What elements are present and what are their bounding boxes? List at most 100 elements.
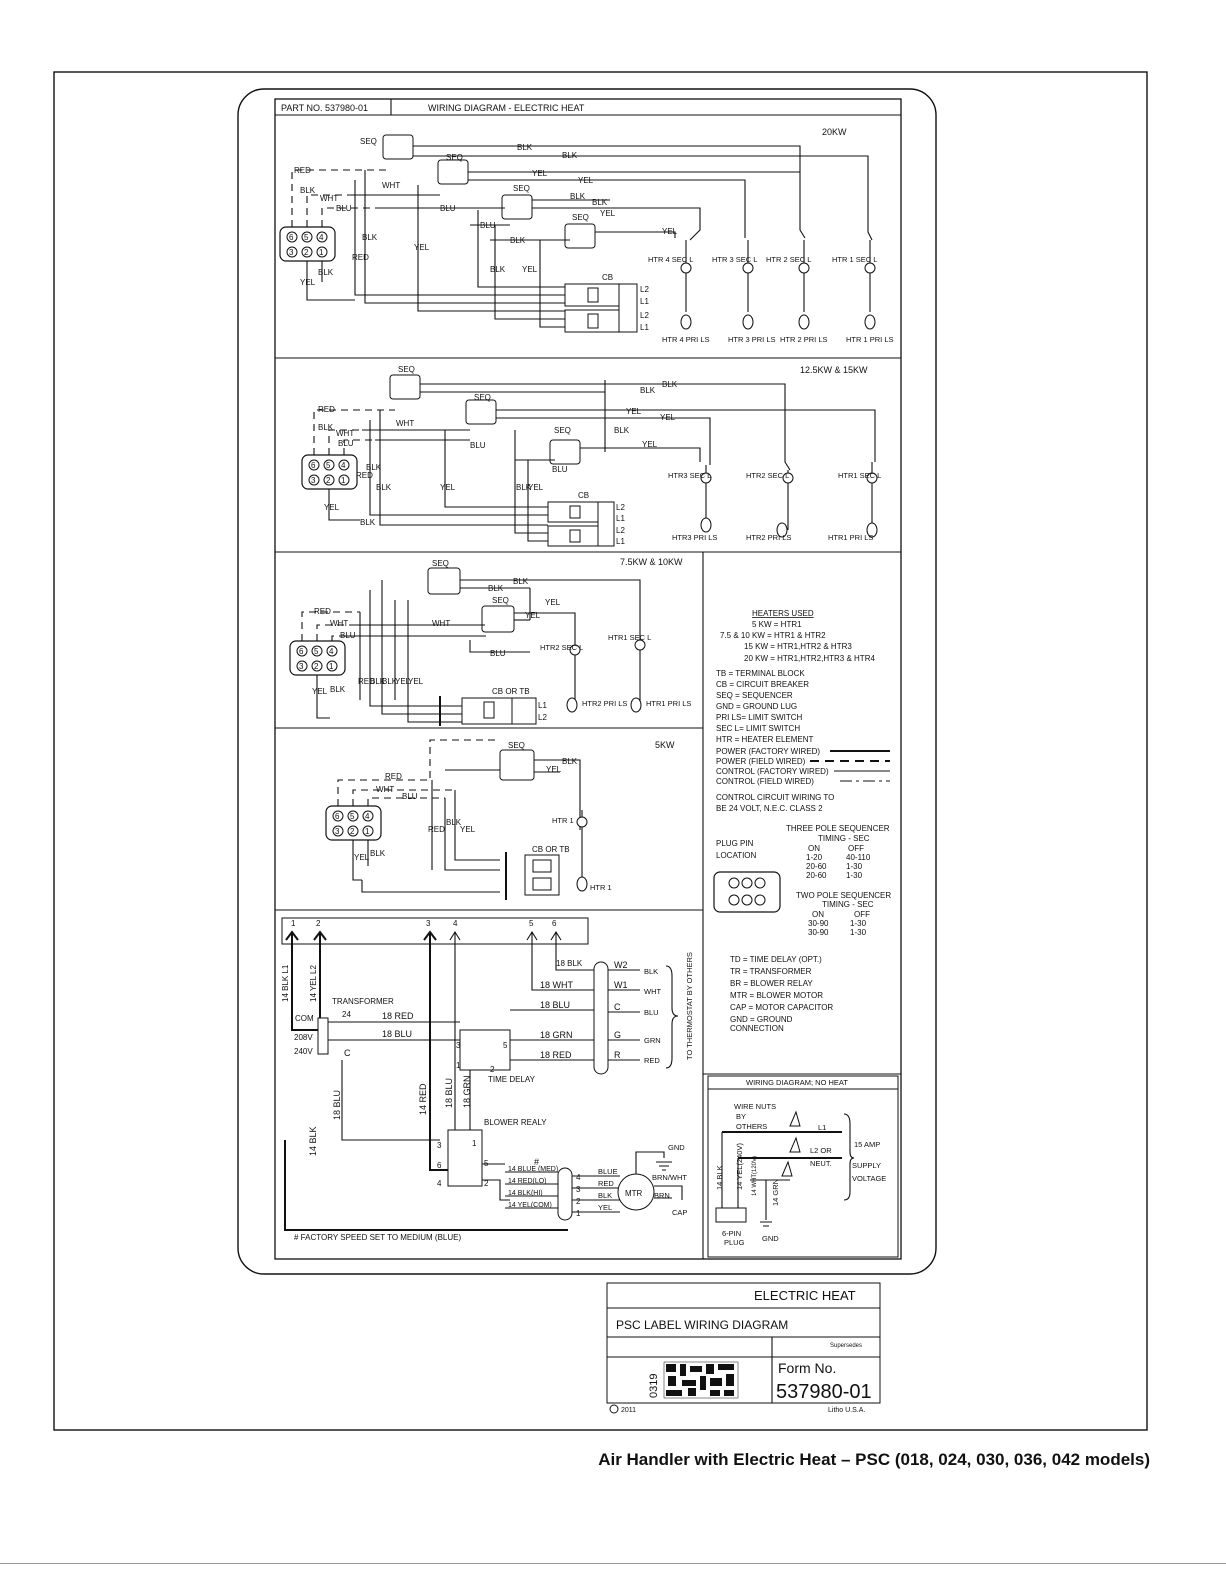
wire-label-blu: BLU xyxy=(336,204,352,213)
heater-column-1: HTR 1 HTR 1 xyxy=(552,810,612,892)
wire-18-grn-vertical: 18 GRN xyxy=(462,1075,472,1108)
terminal-l1: L1 xyxy=(640,297,649,306)
diagram-frame xyxy=(274,98,902,1260)
abbrev-row: SEQ = SEQUENCER xyxy=(716,691,793,700)
title-block-title: ELECTRIC HEAT xyxy=(754,1288,856,1303)
wire-label-wht: WHT xyxy=(376,785,394,794)
br-pin: 4 xyxy=(437,1179,442,1188)
thermostat-terminal: C xyxy=(614,1002,621,1012)
wire-nuts-label: WIRE NUTS xyxy=(734,1102,776,1111)
abbrev-row: TB = TERMINAL BLOCK xyxy=(716,669,805,678)
seq-label: SEQ xyxy=(554,426,571,435)
wire-label-red: RED xyxy=(294,166,311,175)
abbrev-row: HTR = HEATER ELEMENT xyxy=(716,735,814,744)
line-type-row: CONTROL (FIELD WIRED) xyxy=(716,777,814,786)
no-heat-wire: 14 GRN xyxy=(771,1179,780,1206)
sec-limit-label: HTR 1 SEC L xyxy=(832,255,877,264)
heater-column-4: HTR 4 SEC L HTR 4 PRI LS xyxy=(648,240,710,344)
heater-column-1: HTR1 SEC L HTR1 PRI LS xyxy=(828,462,881,542)
pin-1: 1 xyxy=(341,476,346,485)
pin-4: 4 xyxy=(319,233,324,242)
timing-cell: 30-90 xyxy=(808,928,829,937)
240v-tap: 240V xyxy=(294,1047,313,1056)
supersedes-label: Supersedes xyxy=(830,1343,862,1349)
c-tap: C xyxy=(344,1048,351,1058)
pin-4: 4 xyxy=(365,812,370,821)
control-note: CONTROL CIRCUIT WIRING TO xyxy=(716,793,834,802)
wire-label-yel: YEL xyxy=(395,677,411,686)
heater-column-2: HTR2 SEC L HTR2 PRI LS xyxy=(540,640,627,713)
section-title: 20KW xyxy=(822,127,847,137)
wire-label-yel: YEL xyxy=(532,169,548,178)
wire-label-yel: YEL xyxy=(662,227,678,236)
section-20kw: 20KW 6 5 4 3 2 1 SEQ SEQ SEQ SEQ BLK BLK… xyxy=(279,127,894,344)
pri-limit-label: HTR 1 xyxy=(590,883,612,892)
wire-label-blk: BLK xyxy=(360,518,376,527)
cb-label: CB xyxy=(578,491,589,500)
motor-lead: 14 RED(LO) xyxy=(508,1178,547,1185)
line-type-row: POWER (FACTORY WIRED) xyxy=(716,747,820,756)
terminal-1: 1 xyxy=(291,919,296,928)
control-abbrev-row: BR = BLOWER RELAY xyxy=(730,979,813,988)
gnd-label: GND xyxy=(762,1234,779,1243)
l2-label: NEUT. xyxy=(810,1159,832,1168)
pin-5: 5 xyxy=(350,812,355,821)
off-header: OFF xyxy=(848,844,864,853)
wire-label-wht: WHT xyxy=(396,419,414,428)
date-code: 0319 xyxy=(648,1374,660,1398)
cb-label: CB xyxy=(602,273,613,282)
supply-label: SUPPLY xyxy=(852,1161,881,1170)
com-tap: COM xyxy=(295,1014,314,1023)
legend: HEATERS USED 5 KW = HTR1 7.5 & 10 KW = H… xyxy=(713,609,891,1033)
pin-3: 3 xyxy=(289,248,294,257)
brn-label: BRN xyxy=(654,1191,670,1200)
terminal-2: 2 xyxy=(316,919,321,928)
on-header: ON xyxy=(808,844,820,853)
heaters-title: HEATERS USED xyxy=(752,609,814,618)
no-heat-diagram: WIRING DIAGRAM; NO HEAT WIRE NUTS BY OTH… xyxy=(707,1075,899,1258)
pin-3: 3 xyxy=(311,476,316,485)
wire-nuts-label: BY xyxy=(736,1112,746,1121)
motor-lead: 14 BLK(HI) xyxy=(508,1190,543,1197)
title-block-subtitle: PSC LABEL WIRING DIAGRAM xyxy=(616,1318,788,1332)
control-abbrev-row: CONNECTION xyxy=(730,1024,784,1033)
thermostat-terminal: W1 xyxy=(614,980,628,990)
wire-label-blk: BLK xyxy=(562,757,578,766)
off-header: OFF xyxy=(854,910,870,919)
wire-label-blk: BLK xyxy=(490,265,506,274)
figure-caption: Air Handler with Electric Heat – PSC (01… xyxy=(598,1450,1150,1469)
wire-nuts-label: OTHERS xyxy=(736,1122,767,1131)
pri-limit-label: HTR1 PRI LS xyxy=(828,533,873,542)
wire-label-yel: YEL xyxy=(528,483,544,492)
wire-label-blu: BLU xyxy=(470,441,486,450)
sec-limit-label: HTR 2 SEC L xyxy=(766,255,811,264)
br-pin: 6 xyxy=(437,1161,442,1170)
wire-14-blk-vertical: 14 BLK xyxy=(308,1126,318,1156)
timing-cell: 1-30 xyxy=(850,928,867,937)
thermostat-wire-bundle xyxy=(593,961,609,1075)
wire-label-blu: BLU xyxy=(490,649,506,658)
section-title: 7.5KW & 10KW xyxy=(620,557,683,567)
timing-cell: 20-60 xyxy=(806,871,827,880)
wire-label-blk: BLK xyxy=(300,186,316,195)
copyright-year: 2011 xyxy=(621,1407,636,1414)
motor-color: RED xyxy=(598,1179,614,1188)
timing-cell: 1-30 xyxy=(846,871,863,880)
no-heat-title: WIRING DIAGRAM; NO HEAT xyxy=(746,1078,848,1087)
terminal-l2: L2 xyxy=(538,713,547,722)
wire-label-blu: BLU xyxy=(402,792,418,801)
no-heat-wire: 14 BLK xyxy=(715,1165,724,1190)
wire-label-red: RED xyxy=(352,253,369,262)
thermostat-color: BLK xyxy=(644,967,658,976)
abbrev-row: PRI LS= LIMIT SWITCH xyxy=(716,713,803,722)
wire-18-blu: 18 BLU xyxy=(382,1029,412,1039)
seq-2-label: SEQ xyxy=(446,153,463,162)
thermostat-color: BLU xyxy=(644,1008,659,1017)
control-abbrev-row: MTR = BLOWER MOTOR xyxy=(730,991,823,1000)
seq-1-label: SEQ xyxy=(360,137,377,146)
timing-cell: 40-110 xyxy=(846,853,871,862)
td-pin: 1 xyxy=(456,1061,461,1070)
terminal-l2: L2 xyxy=(640,311,649,320)
pin-6: 6 xyxy=(311,461,316,470)
timing-cell: 1-30 xyxy=(850,919,867,928)
